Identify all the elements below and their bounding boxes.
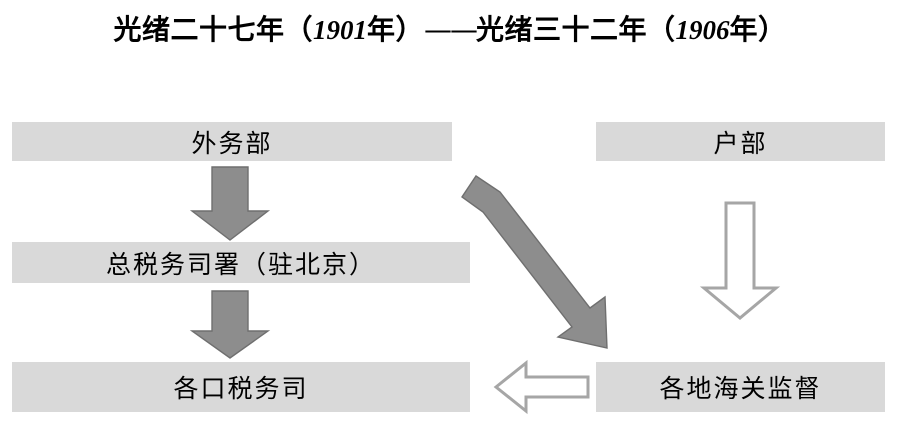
title-range-dash: —— xyxy=(424,13,478,46)
title-year-1906: 1906 xyxy=(675,15,730,45)
arrow-waiwubu-to-haiguan-icon xyxy=(461,175,608,349)
node-haiguan-label: 各地海关监督 xyxy=(659,376,822,403)
arrow-haiguan-to-gekou-icon xyxy=(493,359,590,415)
title-suffix-two: 年） xyxy=(729,13,787,46)
node-zongshuiwu-label: 总税务司署（驻北京） xyxy=(105,251,376,279)
title-suffix-one: 年） xyxy=(366,13,424,46)
arrow-hubu-to-haiguan-icon xyxy=(699,201,781,320)
arrow-zongshuiwu-to-gekou-icon xyxy=(189,290,271,359)
diagram-title: 光绪二十七年（1901年）——光绪三十二年（1906年） xyxy=(0,8,900,52)
node-hubu-label: 户部 xyxy=(713,130,768,158)
arrow-waiwubu-to-zongshuiwu-icon xyxy=(189,166,271,241)
node-gekou-label: 各口税务司 xyxy=(173,376,309,403)
title-reign-one: 光绪二十七年（ xyxy=(113,13,313,46)
node-waiwubu[interactable]: 外务部 xyxy=(12,122,452,161)
node-haiguan[interactable]: 各地海关监督 xyxy=(596,362,885,412)
title-reign-two: 光绪三十二年（ xyxy=(476,13,676,46)
node-zongshuiwu[interactable]: 总税务司署（驻北京） xyxy=(12,242,470,283)
node-gekou[interactable]: 各口税务司 xyxy=(12,362,470,412)
node-waiwubu-label: 外务部 xyxy=(191,130,273,158)
node-hubu[interactable]: 户部 xyxy=(596,122,885,161)
title-year-1901: 1901 xyxy=(312,15,367,45)
